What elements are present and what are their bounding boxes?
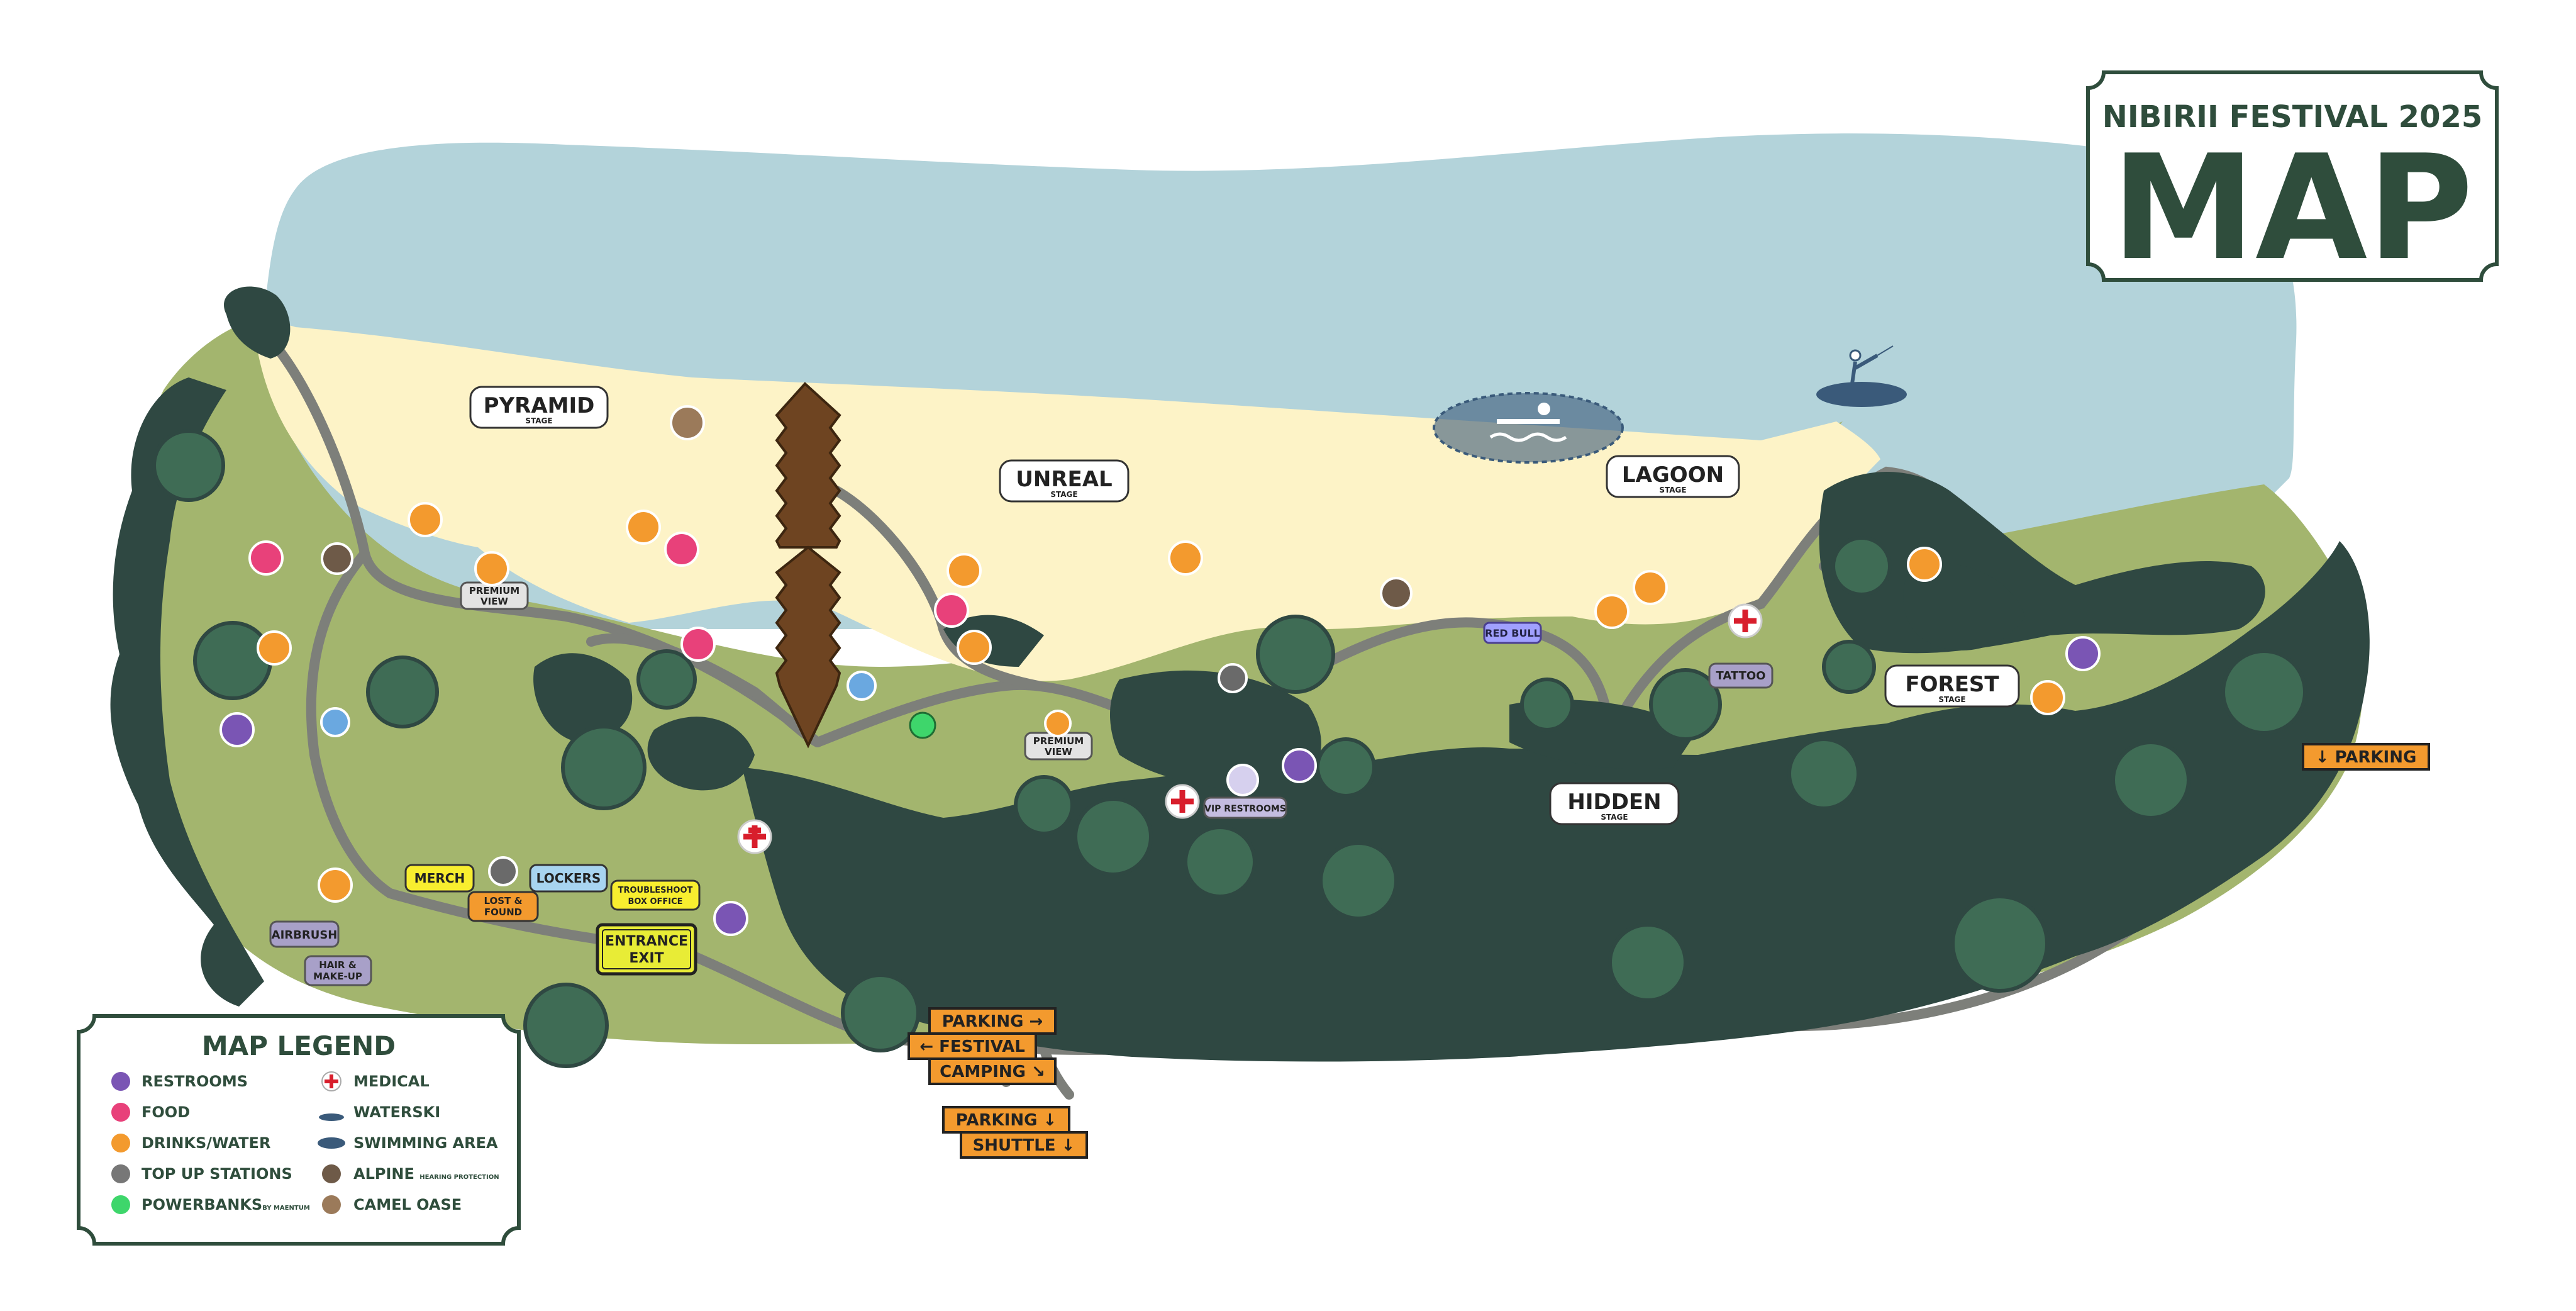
- legend-item-swimming: SWIMMING AREA: [318, 1134, 498, 1152]
- svg-text:TOP UP STATIONS: TOP UP STATIONS: [142, 1165, 292, 1183]
- entrance-exit-sign[interactable]: ENTRANCE EXIT: [596, 923, 697, 976]
- svg-text:LOST &: LOST &: [484, 895, 522, 907]
- water-refill-icon[interactable]: [320, 671, 877, 737]
- legend-item-medical: MEDICAL: [321, 1071, 430, 1091]
- parking-sign[interactable]: ↓ PARKING: [2302, 743, 2430, 771]
- svg-text:DRINKS/WATER: DRINKS/WATER: [142, 1134, 270, 1152]
- beach: [258, 325, 1880, 681]
- stage-label-forest[interactable]: FOREST STAGE: [1884, 664, 2020, 708]
- top-up-icon[interactable]: [488, 663, 1248, 886]
- svg-text:PYRAMID: PYRAMID: [484, 393, 595, 418]
- svg-text:↓ PARKING: ↓ PARKING: [2316, 748, 2417, 767]
- svg-text:BOX OFFICE: BOX OFFICE: [628, 897, 682, 907]
- tattoo-tag[interactable]: TATTOO: [1708, 662, 1774, 689]
- svg-text:VIEW: VIEW: [1045, 746, 1072, 757]
- lost-found-tag[interactable]: LOST & FOUND: [467, 891, 539, 922]
- svg-text:AIRBRUSH: AIRBRUSH: [272, 929, 338, 942]
- stage-label-pyramid[interactable]: PYRAMID STAGE: [469, 386, 609, 429]
- swimming-area: [1433, 392, 1624, 464]
- svg-text:MEDICAL: MEDICAL: [353, 1073, 430, 1090]
- svg-text:SHUTTLE ↓: SHUTTLE ↓: [973, 1136, 1075, 1155]
- svg-text:FOOD: FOOD: [142, 1103, 190, 1121]
- svg-text:EXIT: EXIT: [629, 951, 663, 966]
- svg-text:TATTOO: TATTOO: [1716, 669, 1766, 683]
- svg-text:MAP: MAP: [2111, 125, 2473, 293]
- svg-text:STAGE: STAGE: [1601, 813, 1628, 822]
- svg-text:ENTRANCE: ENTRANCE: [605, 934, 688, 949]
- vip-restrooms-tag[interactable]: VIP RESTROOMS: [1203, 796, 1287, 819]
- svg-text:RED BULL: RED BULL: [1485, 627, 1540, 639]
- legend-item-food: FOOD: [111, 1103, 190, 1122]
- svg-text:CAMEL OASE: CAMEL OASE: [353, 1196, 462, 1213]
- drink-icon[interactable]: [257, 502, 2065, 903]
- legend-item-restrooms: RESTROOMS: [111, 1072, 248, 1091]
- svg-text:← FESTIVAL: ← FESTIVAL: [919, 1037, 1025, 1056]
- lockers-tag[interactable]: LOCKERS: [529, 864, 608, 893]
- svg-text:PARKING ↓: PARKING ↓: [956, 1111, 1057, 1130]
- festival-sign[interactable]: ← FESTIVAL: [908, 1032, 1037, 1060]
- svg-text:LAGOON: LAGOON: [1622, 462, 1724, 488]
- premium-view-tag[interactable]: PREMIUM VIEW: [1024, 732, 1093, 761]
- legend-item-waterski: WATERSKI: [319, 1103, 440, 1121]
- svg-text:SWIMMING AREA: SWIMMING AREA: [353, 1134, 498, 1152]
- svg-text:FOUND: FOUND: [484, 907, 522, 918]
- merch-tag[interactable]: MERCH: [404, 864, 475, 893]
- red-bull-tag[interactable]: RED BULL: [1483, 622, 1542, 644]
- map-legend: MAP LEGEND RESTROOMS FOOD DRINKS/WATER T…: [77, 1014, 521, 1246]
- svg-text:MAP LEGEND: MAP LEGEND: [202, 1030, 396, 1061]
- stage-label-hidden[interactable]: HIDDEN STAGE: [1549, 782, 1680, 825]
- waterski: [1816, 345, 1907, 407]
- legend-item-camel: CAMEL OASE: [322, 1195, 462, 1214]
- camel-icon[interactable]: [670, 405, 705, 440]
- airbrush-tag[interactable]: AIRBRUSH: [269, 920, 340, 948]
- forest-highlights: [152, 429, 2307, 1068]
- shuttle-sign[interactable]: SHUTTLE ↓: [960, 1131, 1088, 1159]
- svg-text:MAKE-UP: MAKE-UP: [313, 971, 362, 982]
- svg-text:NIBIRII FESTIVAL 2025: NIBIRII FESTIVAL 2025: [2102, 99, 2483, 135]
- svg-text:VIEW: VIEW: [480, 596, 508, 607]
- svg-text:WATERSKI: WATERSKI: [353, 1103, 440, 1121]
- stage-label-lagoon[interactable]: LAGOON STAGE: [1606, 455, 1740, 498]
- svg-text:MERCH: MERCH: [414, 871, 465, 886]
- food-icon[interactable]: [248, 532, 969, 662]
- legend-item-alpine: ALPINE HEARING PROTECTION: [322, 1164, 499, 1183]
- restroom-icon[interactable]: [219, 636, 2101, 936]
- legend-item-powerbanks: POWERBANKSBY MAENTUM: [111, 1195, 310, 1214]
- svg-text:PREMIUM: PREMIUM: [469, 585, 519, 596]
- parking-sign[interactable]: PARKING →: [928, 1007, 1057, 1035]
- parking-sign[interactable]: PARKING ↓: [942, 1106, 1070, 1134]
- svg-text:PARKING →: PARKING →: [942, 1012, 1043, 1031]
- svg-text:UNREAL: UNREAL: [1016, 467, 1112, 492]
- svg-text:ALPINE HEARING PROTECTION: ALPINE HEARING PROTECTION: [353, 1165, 499, 1183]
- svg-text:FOREST: FOREST: [1905, 672, 1999, 697]
- svg-text:STAGE: STAGE: [1938, 695, 1965, 704]
- svg-text:RESTROOMS: RESTROOMS: [142, 1073, 248, 1090]
- legend-item-top-up: TOP UP STATIONS: [111, 1164, 292, 1183]
- central-tower: [775, 382, 841, 749]
- powerbank-icon[interactable]: [909, 711, 936, 739]
- legend-item-drinks: DRINKS/WATER: [111, 1134, 270, 1152]
- svg-text:CAMPING ↘: CAMPING ↘: [940, 1063, 1045, 1081]
- alpine-icon[interactable]: [321, 542, 1413, 610]
- svg-text:STAGE: STAGE: [1050, 490, 1077, 499]
- svg-text:POWERBANKSBY MAENTUM: POWERBANKSBY MAENTUM: [142, 1196, 310, 1213]
- svg-text:PREMIUM: PREMIUM: [1033, 735, 1084, 747]
- svg-text:VIP RESTROOMS: VIP RESTROOMS: [1204, 804, 1286, 814]
- premium-view-tag[interactable]: PREMIUM VIEW: [460, 581, 529, 610]
- medical-icon[interactable]: [737, 603, 1763, 854]
- svg-text:TROUBLESHOOT: TROUBLESHOOT: [618, 886, 693, 895]
- camping-sign[interactable]: CAMPING ↘: [928, 1057, 1057, 1085]
- stage-label-unreal[interactable]: UNREAL STAGE: [999, 459, 1130, 503]
- svg-text:HAIR &: HAIR &: [319, 959, 357, 971]
- svg-text:HIDDEN: HIDDEN: [1567, 789, 1661, 815]
- map-title: NIBIRII FESTIVAL 2025 MAP: [2086, 70, 2499, 293]
- svg-text:LOCKERS: LOCKERS: [536, 871, 601, 886]
- svg-text:STAGE: STAGE: [525, 416, 552, 425]
- troubleshoot-box-office-tag[interactable]: TROUBLESHOOT BOX OFFICE: [610, 879, 701, 911]
- hair-makeup-tag[interactable]: HAIR & MAKE-UP: [304, 955, 372, 986]
- svg-text:STAGE: STAGE: [1659, 486, 1686, 494]
- vip-restroom-icon[interactable]: [1226, 764, 1259, 796]
